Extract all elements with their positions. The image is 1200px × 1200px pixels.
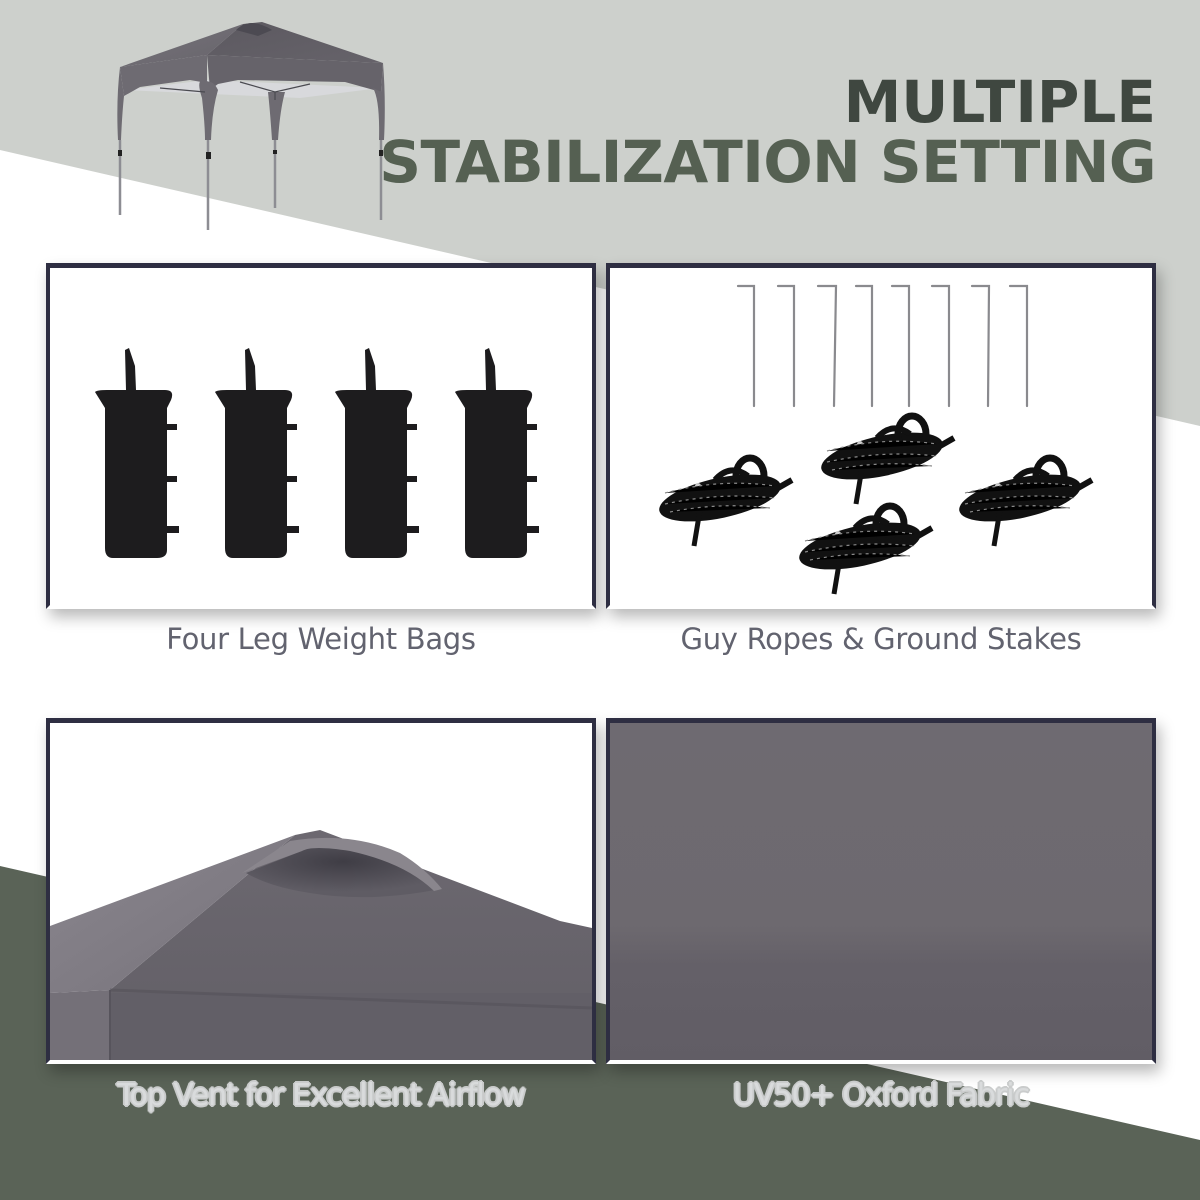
weight-bag-icon [95,348,539,558]
caption-top-vent: Top Vent for Excellent Airflow [117,1077,527,1113]
tent-roof-vent-icon [50,830,592,1060]
panel-guy-ropes-stakes [606,263,1156,609]
panel-oxford-fabric [606,718,1156,1064]
caption-weight-bags: Four Leg Weight Bags [166,622,476,656]
title-line-2: STABILIZATION SETTING [379,128,1156,196]
fabric-swatch-icon [610,723,1152,1060]
caption-guy-ropes-stakes: Guy Ropes & Ground Stakes [680,622,1082,656]
panel-weight-bags [46,263,596,609]
title-line-1: MULTIPLE [843,68,1156,136]
guy-rope-icon [955,458,1092,546]
ground-stake-icon [610,284,1152,605]
page-title: MULTIPLE STABILIZATION SETTING [379,72,1156,192]
guy-rope-icon [795,506,932,594]
guy-rope-icon [655,458,792,546]
guy-rope-icon [817,416,954,504]
panel-top-vent [46,718,596,1064]
caption-oxford-fabric: UV50+ Oxford Fabric [732,1077,1030,1113]
